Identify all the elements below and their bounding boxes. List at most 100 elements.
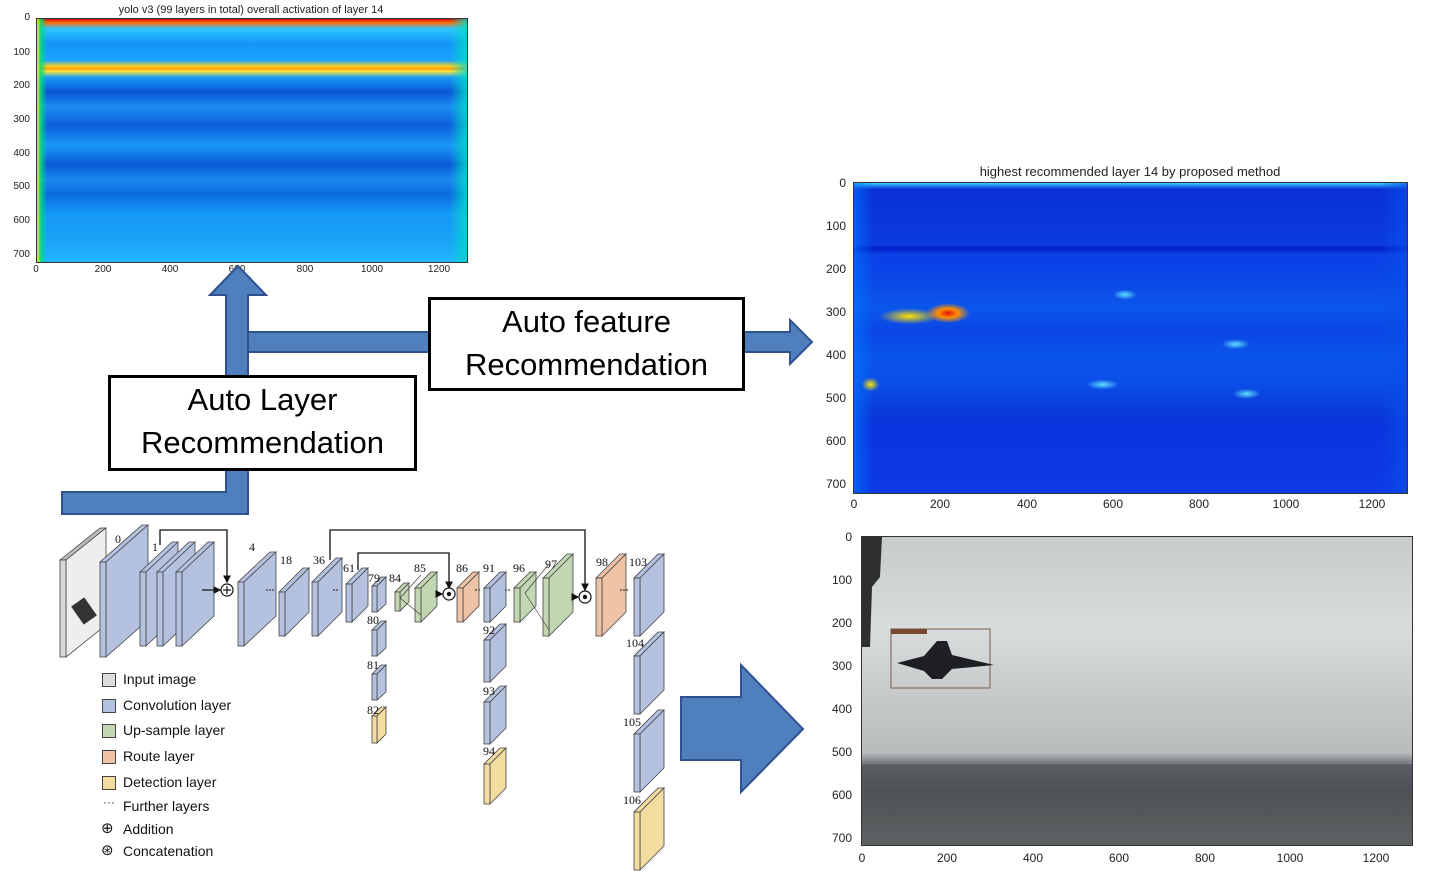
xtick: 400 (1016, 497, 1038, 511)
layer-num: 93 (483, 684, 495, 698)
xtick: 1000 (360, 264, 384, 275)
legend-label: Convolution layer (123, 697, 232, 713)
auto-feature-line1: Auto feature (502, 304, 671, 339)
layer-num: 18 (280, 553, 292, 567)
xtick: 200 (929, 497, 951, 511)
legend-swatch-conv (102, 699, 116, 713)
layer-num: 84 (389, 571, 401, 585)
layer-num: 92 (483, 623, 495, 637)
xtick: 200 (94, 264, 112, 275)
ytick: 200 (13, 80, 30, 91)
layer-num: 96 (513, 561, 525, 575)
ytick: 700 (13, 249, 30, 260)
xtick: 0 (33, 264, 39, 275)
ytick: 600 (13, 215, 30, 226)
layer-num: 103 (629, 555, 647, 569)
ytick: 600 (831, 788, 852, 802)
legend-swatch-upsample (102, 724, 116, 738)
layer-num: 79 (368, 571, 380, 585)
ytick: 200 (831, 616, 852, 630)
plot-top-title: yolo v3 (99 layers in total) overall act… (118, 4, 384, 16)
legend-label: Route layer (123, 748, 195, 764)
xtick: 200 (936, 851, 958, 865)
ytick: 400 (831, 702, 852, 716)
xtick: 600 (1102, 497, 1124, 511)
layer-num: 0 (115, 532, 121, 546)
layer-num: 98 (596, 555, 608, 569)
ytick: 500 (825, 391, 846, 405)
ytick: 500 (13, 181, 30, 192)
ytick: 400 (825, 348, 846, 362)
addition-icon: ⊕ (101, 820, 114, 837)
ytick: 200 (825, 262, 846, 276)
auto-feature-caption: Auto feature Recommendation (428, 297, 745, 391)
ytick: 0 (839, 176, 846, 190)
legend-label: Input image (123, 671, 197, 687)
xtick: 400 (161, 264, 179, 275)
activation-heatmap-overall (36, 18, 468, 263)
ytick: 300 (825, 305, 846, 319)
detection-label-tag (891, 629, 927, 634)
auto-feature-line2: Recommendation (465, 347, 708, 382)
xtick: 800 (1188, 497, 1210, 511)
auto-layer-caption: Auto Layer Recommendation (108, 375, 417, 471)
layer-num: 104 (626, 636, 644, 650)
ytick: 100 (13, 47, 30, 58)
ytick: 0 (24, 12, 30, 23)
auto-layer-line2: Recommendation (141, 425, 384, 460)
aircraft-shape (897, 641, 994, 679)
detection-layers (371, 706, 665, 871)
ytick: 700 (831, 831, 852, 845)
layer-num: 85 (414, 561, 426, 575)
legend-label: Further layers (123, 798, 210, 814)
xtick: 0 (850, 497, 858, 511)
layer-num: 106 (623, 793, 641, 807)
further-layer-dots (266, 589, 628, 591)
layer-num: 82 (367, 703, 379, 717)
legend-label: Concatenation (123, 843, 214, 859)
addition-op (220, 583, 234, 597)
legend-label: Addition (123, 821, 174, 837)
layer-num: 91 (483, 561, 495, 575)
ytick: 700 (825, 477, 846, 491)
xtick: 800 (1194, 851, 1216, 865)
xtick: 0 (858, 851, 866, 865)
concatenation-op-1 (442, 587, 456, 601)
xtick: 400 (1022, 851, 1044, 865)
ytick: 100 (831, 573, 852, 587)
ytick: 300 (13, 114, 30, 125)
concatenation-op-2 (578, 590, 592, 604)
ytick: 0 (845, 530, 852, 544)
ytick: 600 (825, 434, 846, 448)
horizon-line (862, 762, 1412, 764)
photo-overlay (862, 537, 1412, 764)
xtick: 800 (296, 264, 314, 275)
layer-num: 61 (343, 561, 355, 575)
concatenation-icon: ⊛ (101, 842, 114, 859)
legend-swatch-detection (102, 776, 116, 790)
layer-num: 1 (152, 540, 158, 554)
layer-num: 86 (456, 561, 468, 575)
ytick: 300 (831, 659, 852, 673)
route-layers (456, 553, 627, 637)
ytick: 100 (825, 219, 846, 233)
conv-layers (98, 524, 665, 793)
detection-bounding-box (890, 628, 991, 689)
further-layers-icon: ··· (103, 795, 115, 809)
xtick: 1200 (1362, 851, 1390, 865)
xtick: 1000 (1276, 851, 1304, 865)
layer-num: 105 (623, 715, 641, 729)
ytick: 500 (831, 745, 852, 759)
legend-label: Up-sample layer (123, 722, 225, 738)
layer-num: 81 (367, 658, 379, 672)
xtick: 1200 (427, 264, 451, 275)
legend-swatch-input (102, 673, 116, 687)
layer-num: 80 (367, 613, 379, 627)
detection-arrow (680, 662, 805, 795)
legend-swatch-route (102, 750, 116, 764)
legend-label: Detection layer (123, 774, 217, 790)
layer-num: 36 (313, 553, 325, 567)
xtick: 600 (1108, 851, 1130, 865)
auto-layer-line1: Auto Layer (187, 382, 338, 417)
